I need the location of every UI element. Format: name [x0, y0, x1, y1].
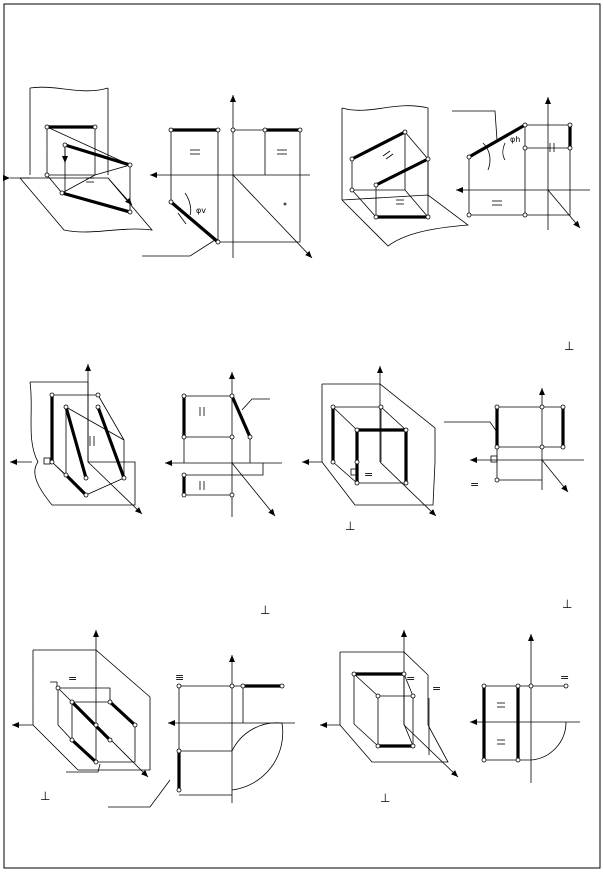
horizontal-plane-outline	[52, 461, 136, 506]
perpendicular-symbol-row2-left: ⊥	[260, 603, 270, 617]
horizontal-plane-outline	[321, 461, 436, 506]
figure-1b-orthographic: φv	[142, 95, 313, 259]
vertical-plane-outline	[341, 105, 429, 200]
angle-phi-h-label: φh	[510, 135, 520, 144]
figure-2c-axonometric: =	[302, 366, 437, 517]
perpendicular-symbol-3c: ⊥	[380, 791, 390, 805]
figure-3c-axonometric: = =	[320, 630, 459, 778]
general-line-h	[70, 738, 98, 764]
leader-line	[142, 239, 216, 257]
equal-symbol: =	[68, 672, 77, 685]
perpendicular-symbol-2c: ⊥	[345, 519, 355, 533]
line-ab-projection-2	[60, 191, 132, 214]
profile-line-c	[64, 473, 88, 497]
leader-line	[241, 398, 270, 411]
figure-2b-orthographic	[165, 372, 282, 517]
equal-symbol: =	[470, 478, 479, 491]
vertical-plane-outline	[321, 383, 436, 462]
equal-symbol: =	[560, 671, 569, 684]
equal-symbol: =	[406, 672, 415, 685]
equal-symbol-2: =	[432, 682, 441, 695]
figure-3a-axonometric: =	[12, 630, 151, 778]
horizontal-plane-outline	[32, 724, 151, 771]
general-line-w	[108, 700, 137, 727]
arc-transfer	[231, 722, 283, 752]
vertical-plane-outline	[339, 651, 429, 725]
profile-line-d	[96, 405, 126, 480]
line-horizontal-a	[374, 157, 430, 187]
arc-transfer-outer	[231, 722, 284, 791]
frontal-projection-h	[169, 200, 220, 244]
figure-2a-axonometric	[10, 364, 143, 515]
profile-line-b	[64, 405, 88, 480]
perpendicular-symbol-3a: ⊥	[40, 789, 50, 803]
figure-1a-axonometric	[3, 86, 153, 233]
line-ab-projection-1	[63, 143, 132, 167]
figure-1d-orthographic: φh	[452, 97, 590, 230]
general-line-v	[70, 700, 112, 742]
figure-3d-orthographic: =	[470, 634, 580, 783]
figure-3b-orthographic: ≡	[108, 655, 295, 808]
vertical-plane-outline	[29, 86, 109, 175]
leader-line	[108, 779, 171, 808]
line-horizontal-v	[350, 130, 407, 161]
perpendicular-symbol-row1: ⊥	[564, 339, 574, 353]
angle-phi-v-label: φv	[196, 206, 206, 215]
figure-1c-axonometric	[341, 105, 470, 247]
perpendicular-symbol-row2-right: ⊥	[562, 597, 572, 611]
leader-line	[66, 763, 101, 773]
profile-proj-w	[230, 394, 252, 439]
triple-symbol: ≡	[175, 671, 184, 684]
horizontal-plane-outline	[19, 177, 153, 233]
vertical-plane-outline	[32, 649, 151, 725]
horizontal-plane-outline	[339, 724, 449, 763]
leader-line	[444, 421, 498, 433]
horizontal-plane-outline	[341, 194, 470, 247]
sheet-border	[3, 3, 601, 869]
equal-symbol: =	[364, 468, 373, 481]
horizontal-projection-v	[467, 123, 527, 159]
leader-line	[452, 110, 498, 141]
figure-2d-orthographic: =	[444, 388, 584, 493]
arc-transfer	[530, 721, 567, 761]
